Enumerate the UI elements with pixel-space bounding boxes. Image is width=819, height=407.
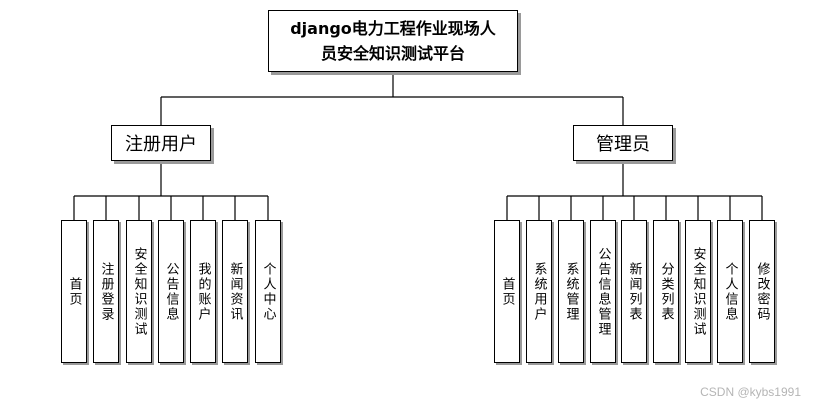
leaf-node: 公告信息 [158,220,184,363]
leaf-node: 系统管理 [558,220,584,363]
branch-node-user: 注册用户 [111,125,211,161]
watermark-text: CSDN @kybs1991 [700,385,801,399]
leaf-node: 公告信息管理 [590,220,616,363]
leaf-node: 安全知识测试 [685,220,711,363]
leaf-node: 安全知识测试 [126,220,152,363]
leaf-node: 新闻资讯 [222,220,248,363]
leaf-node: 个人中心 [255,220,281,363]
leaf-node: 首页 [494,220,520,363]
branch-node-admin: 管理员 [573,125,673,161]
root-node: django电力工程作业现场人 员安全知识测试平台 [268,10,518,72]
leaf-node: 新闻列表 [621,220,647,363]
leaf-node: 分类列表 [653,220,679,363]
leaf-node: 我的账户 [190,220,216,363]
leaf-node: 注册登录 [93,220,119,363]
root-title-line1: django电力工程作业现场人 [290,19,496,38]
leaf-node: 个人信息 [717,220,743,363]
leaf-node: 修改密码 [749,220,775,363]
leaf-node: 首页 [61,220,87,363]
root-title-line2: 员安全知识测试平台 [320,44,465,63]
leaf-node: 系统用户 [526,220,552,363]
